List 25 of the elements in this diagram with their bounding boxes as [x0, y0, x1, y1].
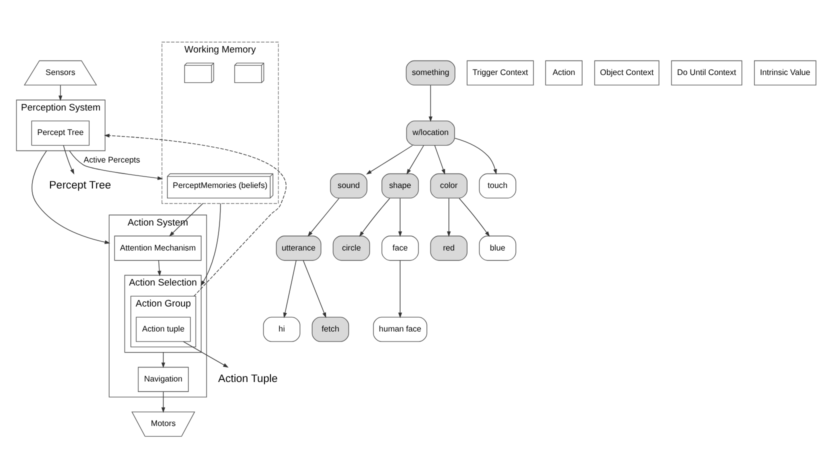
arrow: [161, 352, 166, 368]
arrow: [302, 260, 326, 318]
arrow: [366, 144, 413, 174]
arrow: [161, 390, 166, 412]
arrow: [454, 137, 497, 174]
node-text: Action Tuple: [218, 372, 278, 385]
arrow: [183, 340, 229, 368]
arrow: [398, 260, 402, 318]
arrow: [104, 133, 286, 296]
arrow: [308, 198, 340, 236]
node-text: Percept Tree: [49, 178, 112, 191]
arrow: [283, 260, 296, 318]
arrow: [157, 260, 162, 276]
arrow: [359, 198, 390, 236]
arrow: [200, 202, 221, 286]
arrow: [63, 144, 74, 174]
arrow: [58, 84, 62, 100]
arrow: [398, 198, 402, 236]
arrow: [428, 84, 432, 122]
arrow: [406, 144, 424, 174]
arrow: [434, 144, 446, 174]
arrow: [458, 198, 490, 236]
arrow: [446, 198, 451, 236]
arrow: [69, 150, 163, 180]
arrow: [32, 150, 110, 244]
